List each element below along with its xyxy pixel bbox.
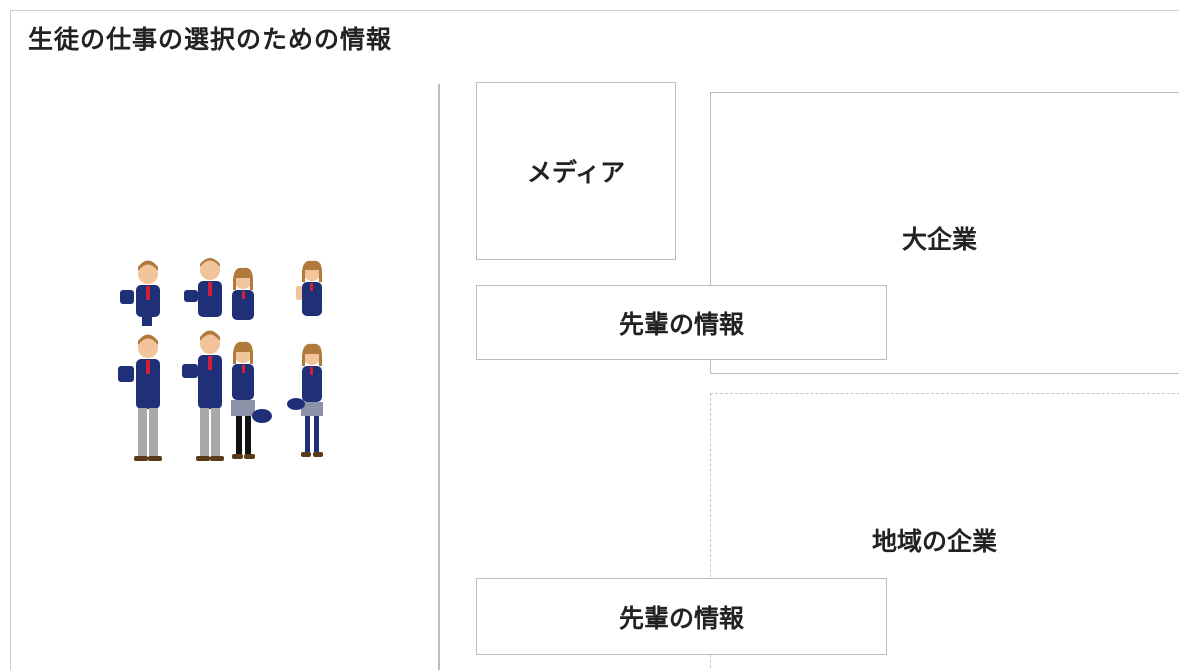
local-company-label: 地域の企業: [872, 527, 998, 556]
student-figure-top-3: [232, 267, 254, 320]
student-figure-bottom-1: [118, 334, 162, 461]
diagram-frame: [10, 10, 1179, 670]
student-figure-top-2: [184, 258, 222, 317]
senior-info-label-1: 先輩の情報: [618, 309, 744, 339]
student-figure-bottom-3: [231, 341, 272, 459]
student-figure-top-1: [120, 260, 160, 326]
vertical-divider: [438, 84, 440, 670]
diagram-title: 生徒の仕事の選択のための情報: [28, 25, 393, 54]
student-figure-top-4: [296, 260, 322, 316]
senior-info-label-2: 先輩の情報: [618, 603, 744, 633]
student-figure-bottom-2: [182, 330, 224, 461]
senior-info-box-2: 先輩の情報: [476, 578, 887, 655]
media-box: メディア: [476, 82, 676, 260]
media-label: メディア: [526, 158, 626, 187]
students-illustration: [118, 258, 323, 461]
student-figure-bottom-4: [287, 343, 323, 457]
senior-info-box-1: 先輩の情報: [476, 285, 887, 360]
large-company-label: 大企業: [902, 225, 978, 254]
